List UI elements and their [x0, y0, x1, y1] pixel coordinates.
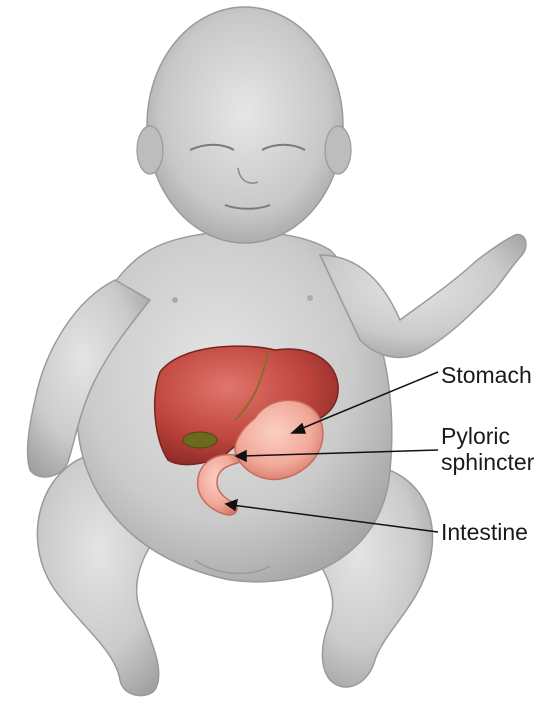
intestine-label: Intestine: [441, 519, 528, 545]
pyloric-label-line1: Pyloric: [441, 423, 534, 449]
pyloric-label-line2: sphincter: [441, 449, 534, 475]
stomach-label-text: Stomach: [441, 362, 532, 388]
intestine-label-text: Intestine: [441, 519, 528, 545]
stomach-label: Stomach: [441, 362, 532, 388]
pyloric-sphincter-label: Pyloric sphincter: [441, 423, 534, 475]
gallbladder: [183, 432, 217, 448]
head: [137, 7, 351, 243]
